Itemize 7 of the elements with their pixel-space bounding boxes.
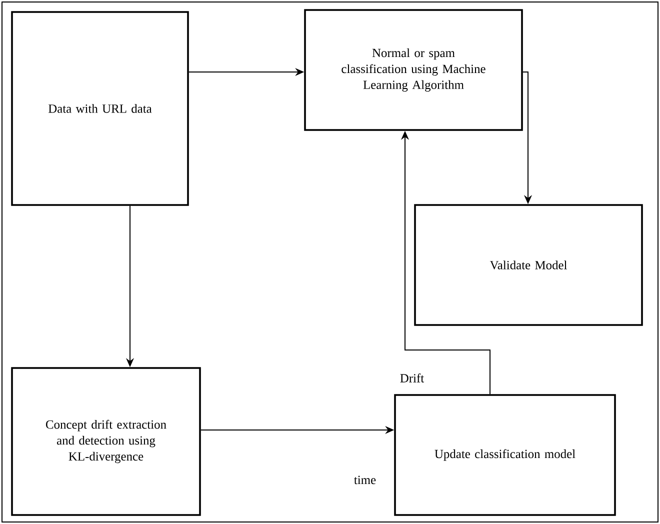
process-box: Concept drift extraction and detection using KL-divergence (11, 367, 201, 516)
process-box: Validate Model (414, 204, 643, 326)
annotation-text: time (354, 476, 376, 484)
process-box: Update classification model (394, 394, 616, 516)
annotation-text: Drift (400, 374, 424, 382)
process-box: Data with URL data (11, 11, 189, 206)
process-box: Normal or spam classification using Machine Learning Algorithm (304, 9, 523, 131)
